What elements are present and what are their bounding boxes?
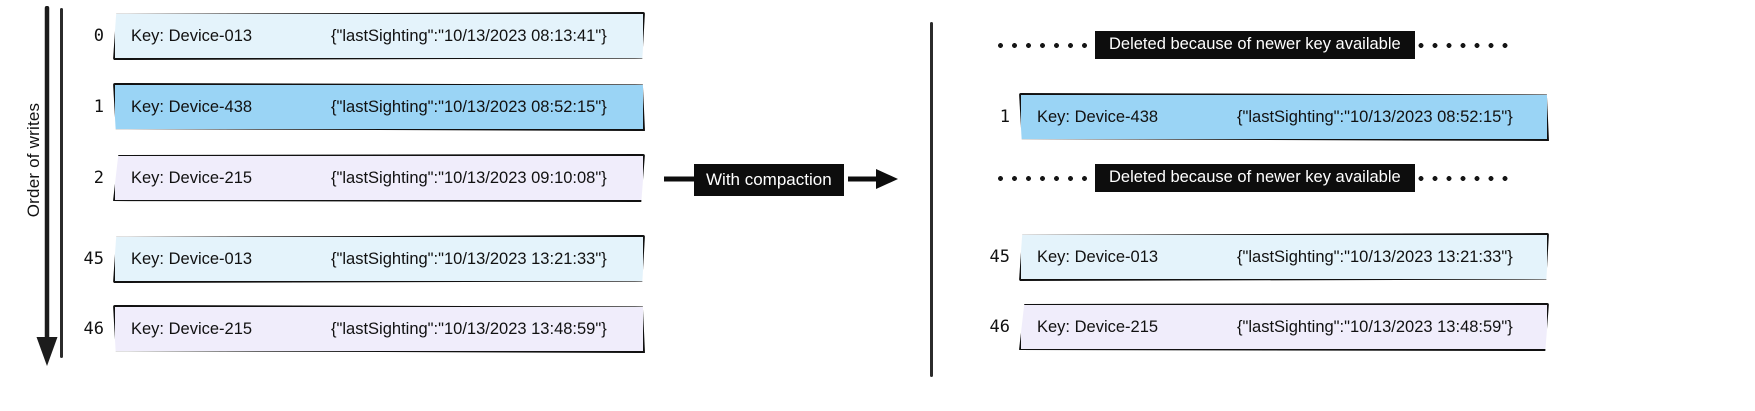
- record-key: Key: Device-013: [131, 249, 253, 268]
- record-value: {"lastSighting":"10/13/2023 13:48:59"}: [331, 319, 607, 338]
- deleted-badge: Deleted because of newer key available: [1095, 31, 1415, 59]
- record-card[interactable]: Key: Device-215 {"lastSighting":"10/13/2…: [113, 154, 645, 202]
- record-key: Key: Device-013: [131, 26, 253, 45]
- record-key: Key: Device-215: [131, 319, 253, 338]
- list-item[interactable]: 45 Key: Device-013 {"lastSighting":"10/1…: [976, 233, 1549, 281]
- record-index: 2: [93, 168, 104, 188]
- order-of-writes-arrow-icon: [34, 5, 60, 376]
- list-item[interactable]: 0 Key: Device-013 {"lastSighting":"10/13…: [70, 12, 645, 60]
- record-value: {"lastSighting":"10/13/2023 13:21:33"}: [1237, 247, 1513, 266]
- dotted-leader-right: [1414, 175, 1511, 181]
- record-index: 46: [989, 317, 1010, 337]
- right-panel-divider: [930, 22, 933, 377]
- dotted-leader-left: [990, 42, 1095, 48]
- record-index: 45: [989, 247, 1010, 267]
- record-card[interactable]: Key: Device-215 {"lastSighting":"10/13/2…: [113, 305, 645, 353]
- list-item[interactable]: 1 Key: Device-438 {"lastSighting":"10/13…: [976, 93, 1549, 141]
- record-value: {"lastSighting":"10/13/2023 13:48:59"}: [1237, 317, 1513, 336]
- list-item[interactable]: 1 Key: Device-438 {"lastSighting":"10/13…: [70, 83, 645, 131]
- after-compaction-panel: Deleted because of newer key available 1…: [930, 0, 1755, 411]
- record-index: 1: [999, 107, 1010, 127]
- left-panel-divider: [60, 8, 63, 358]
- record-index: 1: [93, 97, 104, 117]
- record-card[interactable]: Key: Device-215 {"lastSighting":"10/13/2…: [1019, 303, 1549, 351]
- deleted-annotation: Deleted because of newer key available: [990, 30, 1511, 60]
- dotted-leader-right: [1414, 42, 1511, 48]
- list-item[interactable]: 2 Key: Device-215 {"lastSighting":"10/13…: [70, 154, 645, 202]
- with-compaction-label: With compaction: [694, 164, 844, 196]
- deleted-annotation: Deleted because of newer key available: [990, 163, 1511, 193]
- record-key: Key: Device-215: [131, 168, 253, 187]
- record-key: Key: Device-215: [1037, 317, 1159, 336]
- list-item[interactable]: 45 Key: Device-013 {"lastSighting":"10/1…: [70, 235, 645, 283]
- record-index: 46: [83, 319, 104, 339]
- list-item[interactable]: 46 Key: Device-215 {"lastSighting":"10/1…: [70, 305, 645, 353]
- before-compaction-panel: 0 Key: Device-013 {"lastSighting":"10/13…: [60, 0, 660, 411]
- record-key: Key: Device-438: [1037, 107, 1159, 126]
- record-key: Key: Device-438: [131, 97, 253, 116]
- record-card[interactable]: Key: Device-438 {"lastSighting":"10/13/2…: [113, 83, 645, 131]
- record-card[interactable]: Key: Device-013 {"lastSighting":"10/13/2…: [1019, 233, 1549, 281]
- record-value: {"lastSighting":"10/13/2023 08:52:15"}: [1237, 107, 1513, 126]
- record-card[interactable]: Key: Device-013 {"lastSighting":"10/13/2…: [113, 235, 645, 283]
- dotted-leader-left: [990, 175, 1095, 181]
- record-value: {"lastSighting":"10/13/2023 13:21:33"}: [331, 249, 607, 268]
- record-card[interactable]: Key: Device-438 {"lastSighting":"10/13/2…: [1019, 93, 1549, 141]
- record-index: 0: [93, 26, 104, 46]
- record-card[interactable]: Key: Device-013 {"lastSighting":"10/13/2…: [113, 12, 645, 60]
- record-value: {"lastSighting":"10/13/2023 09:10:08"}: [331, 168, 607, 187]
- list-item[interactable]: 46 Key: Device-215 {"lastSighting":"10/1…: [976, 303, 1549, 351]
- deleted-badge: Deleted because of newer key available: [1095, 164, 1415, 192]
- record-value: {"lastSighting":"10/13/2023 08:13:41"}: [331, 26, 607, 45]
- record-key: Key: Device-013: [1037, 247, 1159, 266]
- record-value: {"lastSighting":"10/13/2023 08:52:15"}: [331, 97, 607, 116]
- record-index: 45: [83, 249, 104, 269]
